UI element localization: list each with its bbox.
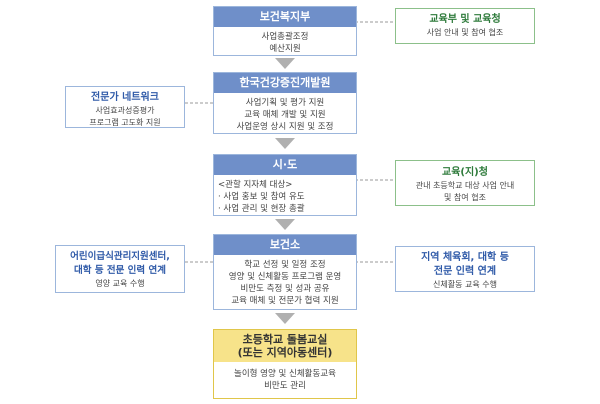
box-ministry-title: 보건복지부 xyxy=(214,7,356,27)
box-nutrition: 어린이급식관리지원센터, 대학 등 전문 인력 연계 영양 교육 수행 xyxy=(55,245,185,293)
box-nutrition-body: 영양 교육 수행 xyxy=(95,279,145,288)
box-ministry: 보건복지부 사업총괄조정 예산지원 xyxy=(213,6,357,56)
box-school-title: 초등학교 돌봄교실 (또는 지역아동센터) xyxy=(214,330,356,362)
box-sports: 지역 체육회, 대학 등 전문 인력 연계 신체활동 교육 수행 xyxy=(395,246,535,292)
box-expert-body: 사업효과성증평가 프로그램 고도화 지원 xyxy=(89,106,161,127)
arrow-down-1 xyxy=(275,58,295,69)
box-sports-title: 지역 체육회, 대학 등 전문 인력 연계 xyxy=(421,252,509,277)
box-sido: 시·도 <관할 지자체 대상> · 사업 홍보 및 참여 유도 · 사업 관리 … xyxy=(213,154,357,216)
box-khealth: 한국건강증진개발원 사업기획 및 평가 지원 교육 매체 개발 및 지원 사업운… xyxy=(213,72,357,134)
box-expert: 전문가 네트워크 사업효과성증평가 프로그램 고도화 지원 xyxy=(65,86,185,128)
box-edu-office-title: 교육(지)청 xyxy=(442,167,488,178)
box-ministry-body: 사업총괄조정 예산지원 xyxy=(261,32,309,54)
box-khealth-body: 사업기획 및 평가 지원 교육 매체 개발 및 지원 사업운영 상시 지원 및 … xyxy=(236,98,334,132)
box-sido-body: <관할 지자체 대상> · 사업 홍보 및 참여 유도 · 사업 관리 및 현장… xyxy=(218,180,305,214)
box-sports-body: 신체활동 교육 수행 xyxy=(433,280,497,289)
box-moe-body: 사업 안내 및 참여 협조 xyxy=(426,28,504,37)
box-expert-title: 전문가 네트워크 xyxy=(91,92,159,103)
box-sido-title: 시·도 xyxy=(214,155,356,175)
box-school-body: 놀이형 영양 및 신체활동교육 비만도 관리 xyxy=(234,369,336,391)
box-health-center-title: 보건소 xyxy=(214,235,356,255)
box-health-center: 보건소 학교 선정 및 일정 조정 영양 및 신체활동 프로그램 운영 비만도 … xyxy=(213,234,357,310)
arrow-down-3 xyxy=(275,219,295,230)
box-moe-title: 교육부 및 교육청 xyxy=(429,14,501,25)
box-edu-office-body: 관내 초등학교 대상 사업 안내 및 참여 협조 xyxy=(415,181,515,202)
box-khealth-title: 한국건강증진개발원 xyxy=(214,73,356,93)
box-edu-office: 교육(지)청 관내 초등학교 대상 사업 안내 및 참여 협조 xyxy=(395,160,535,206)
box-health-center-body: 학교 선정 및 일정 조정 영양 및 신체활동 프로그램 운영 비만도 측정 및… xyxy=(228,260,342,306)
box-nutrition-title: 어린이급식관리지원센터, 대학 등 전문 인력 연계 xyxy=(70,251,170,276)
arrow-down-4 xyxy=(275,313,295,324)
arrow-down-2 xyxy=(275,138,295,149)
box-moe: 교육부 및 교육청 사업 안내 및 참여 협조 xyxy=(395,8,535,44)
box-school: 초등학교 돌봄교실 (또는 지역아동센터) 놀이형 영양 및 신체활동교육 비만… xyxy=(213,329,357,399)
